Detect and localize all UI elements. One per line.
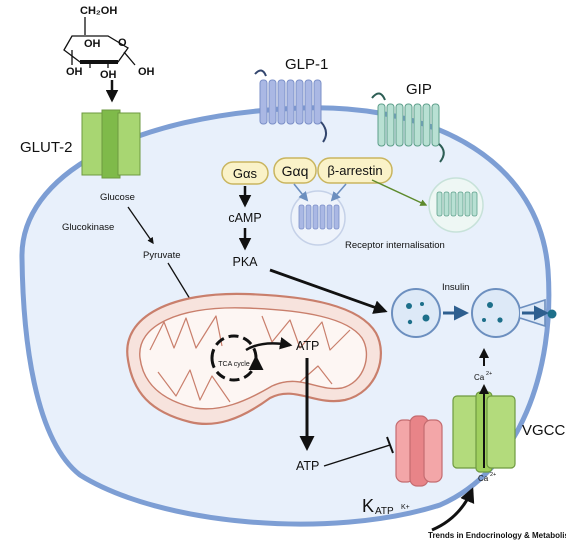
glucose-oh-top: OH xyxy=(84,38,101,50)
glut2-transporter xyxy=(81,109,141,179)
insulin-label: Insulin xyxy=(442,282,469,293)
glucose-ring-oxygen: O xyxy=(118,37,127,49)
tca-cycle-label: TCA cycle xyxy=(218,361,250,368)
glucose-oh-3: OH xyxy=(138,66,155,78)
gaq-pill: Gαq xyxy=(273,157,317,184)
tca-to-atp-arrow xyxy=(245,337,293,352)
glucose-ch2oh: CH₂OH xyxy=(80,5,117,17)
vgcc-label: VGCC xyxy=(522,422,566,439)
internalised-gip-vesicle xyxy=(428,177,484,233)
atp-inhibits-katp-line xyxy=(323,444,391,467)
depolarisation-arrow xyxy=(431,487,475,532)
glucokinase-label: Glucokinase xyxy=(62,222,114,233)
glucose-molecule: CH₂OH O OH OH OH OH xyxy=(63,5,155,81)
mito-atp-label: ATP xyxy=(296,339,319,353)
atp-inhibition-bar xyxy=(386,436,394,454)
ca-outside-label: Ca xyxy=(478,474,489,483)
glut2-label: GLUT-2 xyxy=(20,139,73,156)
receptor-internalisation-label: Receptor internalisation xyxy=(345,240,445,251)
pka-to-insulin-arrow xyxy=(269,268,388,314)
barrestin-pill: β-arrestin xyxy=(317,157,393,184)
pka-label: PKA xyxy=(232,255,258,269)
gip-label: GIP xyxy=(406,81,432,98)
gas-label: Gαs xyxy=(233,166,258,181)
barrestin-label: β-arrestin xyxy=(327,163,382,178)
internalised-glp1-vesicle xyxy=(290,190,346,246)
glucose-oh-1: OH xyxy=(66,66,83,78)
journal-credit: Trends in Endocrinology & Metabolism xyxy=(428,531,566,540)
katp-label: K xyxy=(362,496,374,516)
gip-internalisation-arrow xyxy=(371,179,428,206)
katp-channel xyxy=(395,415,443,487)
camp-label: cAMP xyxy=(228,211,261,225)
ca-inside-charge: 2+ xyxy=(486,371,492,377)
barrestin-to-internalisation-arrow xyxy=(330,183,347,202)
released-insulin-granule xyxy=(547,309,557,319)
cyto-atp-label: ATP xyxy=(296,459,319,473)
ca-outside-charge: 2+ xyxy=(490,472,496,478)
insulin-granule-vesicle xyxy=(391,288,441,338)
ca-inside-label: Ca xyxy=(474,373,485,382)
gip-receptor xyxy=(371,92,445,163)
pyruvate-label: Pyruvate xyxy=(143,250,181,261)
glucose-oh-2: OH xyxy=(100,69,117,81)
glp1-receptor xyxy=(254,69,327,143)
tca-cycle: TCA cycle xyxy=(210,334,264,382)
glucose-label: Glucose xyxy=(100,192,135,203)
gaq-to-internalisation-arrow xyxy=(293,183,309,202)
k-plus-label: K+ xyxy=(401,504,410,511)
katp-subscript: ATP xyxy=(375,506,394,517)
gaq-label: Gαq xyxy=(282,163,309,179)
gas-pill: Gαs xyxy=(221,161,269,185)
glp1-label: GLP-1 xyxy=(285,56,328,73)
glucose-to-pyruvate-arrow xyxy=(127,206,154,245)
